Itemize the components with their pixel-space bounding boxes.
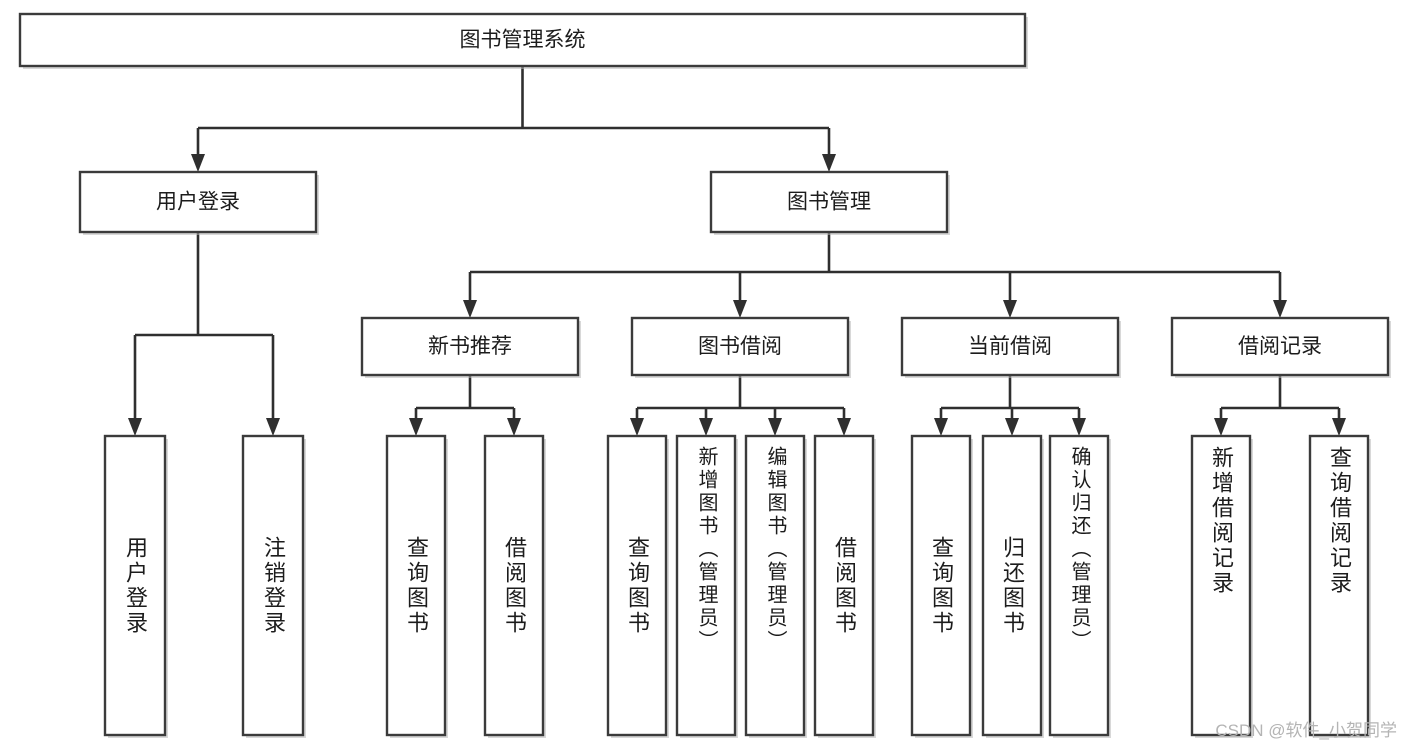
current-borrow-leaf-arrow-0-arrowhead	[934, 418, 948, 436]
node-box-layer	[18, 12, 1391, 738]
node-level3-label-3: 借阅记录	[1238, 335, 1322, 358]
node-level2-0[interactable]	[78, 170, 318, 234]
user-login-leaf-0[interactable]	[103, 434, 167, 737]
watermark: CSDN @软件_小贺同学	[1215, 721, 1397, 740]
current-borrow-leaf-arrow-1-arrowhead	[1005, 418, 1019, 436]
book-borrow-leaf-arrow-2-arrowhead	[768, 418, 782, 436]
book-borrow-leaf-2[interactable]	[744, 434, 806, 737]
current-borrow-leaf-1[interactable]	[981, 434, 1043, 737]
node-level3-label-1: 图书借阅	[698, 335, 782, 358]
borrow-record-leaf-1[interactable]	[1308, 434, 1370, 737]
current-borrow-leaf-0[interactable]	[910, 434, 972, 737]
book-borrow-leaf-arrow-3-arrowhead	[837, 418, 851, 436]
node-level3-0[interactable]	[360, 316, 580, 377]
level3-arrow-1-arrowhead	[733, 300, 747, 318]
node-level2-label-1: 图书管理	[787, 191, 871, 214]
node-level3-label-0: 新书推荐	[428, 335, 512, 358]
new-book-leaf-0[interactable]	[385, 434, 447, 737]
level3-arrow-2-arrowhead	[1003, 300, 1017, 318]
borrow-record-leaf-arrow-1-arrowhead	[1332, 418, 1346, 436]
user-login-leaf-arrow-0-arrowhead	[128, 418, 142, 436]
node-level3-2[interactable]	[900, 316, 1120, 377]
current-borrow-leaf-2[interactable]	[1048, 434, 1110, 737]
book-borrow-leaf-1[interactable]	[675, 434, 737, 737]
node-level2-label-0: 用户登录	[156, 191, 240, 214]
new-book-leaf-arrow-1-arrowhead	[507, 418, 521, 436]
level2-arrow-1-arrowhead	[822, 154, 836, 172]
node-level2-1[interactable]	[709, 170, 949, 234]
node-root-label: 图书管理系统	[460, 29, 586, 52]
level2-arrow-0-arrowhead	[191, 154, 205, 172]
book-borrow-leaf-3[interactable]	[813, 434, 875, 737]
new-book-leaf-1[interactable]	[483, 434, 545, 737]
level3-arrow-3-arrowhead	[1273, 300, 1287, 318]
borrow-record-leaf-0[interactable]	[1190, 434, 1252, 737]
book-borrow-leaf-arrow-1-arrowhead	[699, 418, 713, 436]
user-login-leaf-1[interactable]	[241, 434, 305, 737]
node-level3-label-2: 当前借阅	[968, 335, 1052, 358]
user-login-leaf-arrow-1-arrowhead	[266, 418, 280, 436]
borrow-record-leaf-arrow-0-arrowhead	[1214, 418, 1228, 436]
node-level3-3[interactable]	[1170, 316, 1390, 377]
book-borrow-leaf-0[interactable]	[606, 434, 668, 737]
level3-arrow-0-arrowhead	[463, 300, 477, 318]
new-book-leaf-arrow-0-arrowhead	[409, 418, 423, 436]
node-level3-1[interactable]	[630, 316, 850, 377]
book-borrow-leaf-arrow-0-arrowhead	[630, 418, 644, 436]
node-root-box[interactable]	[18, 12, 1027, 68]
connector-layer	[128, 66, 1346, 436]
current-borrow-leaf-arrow-2-arrowhead	[1072, 418, 1086, 436]
